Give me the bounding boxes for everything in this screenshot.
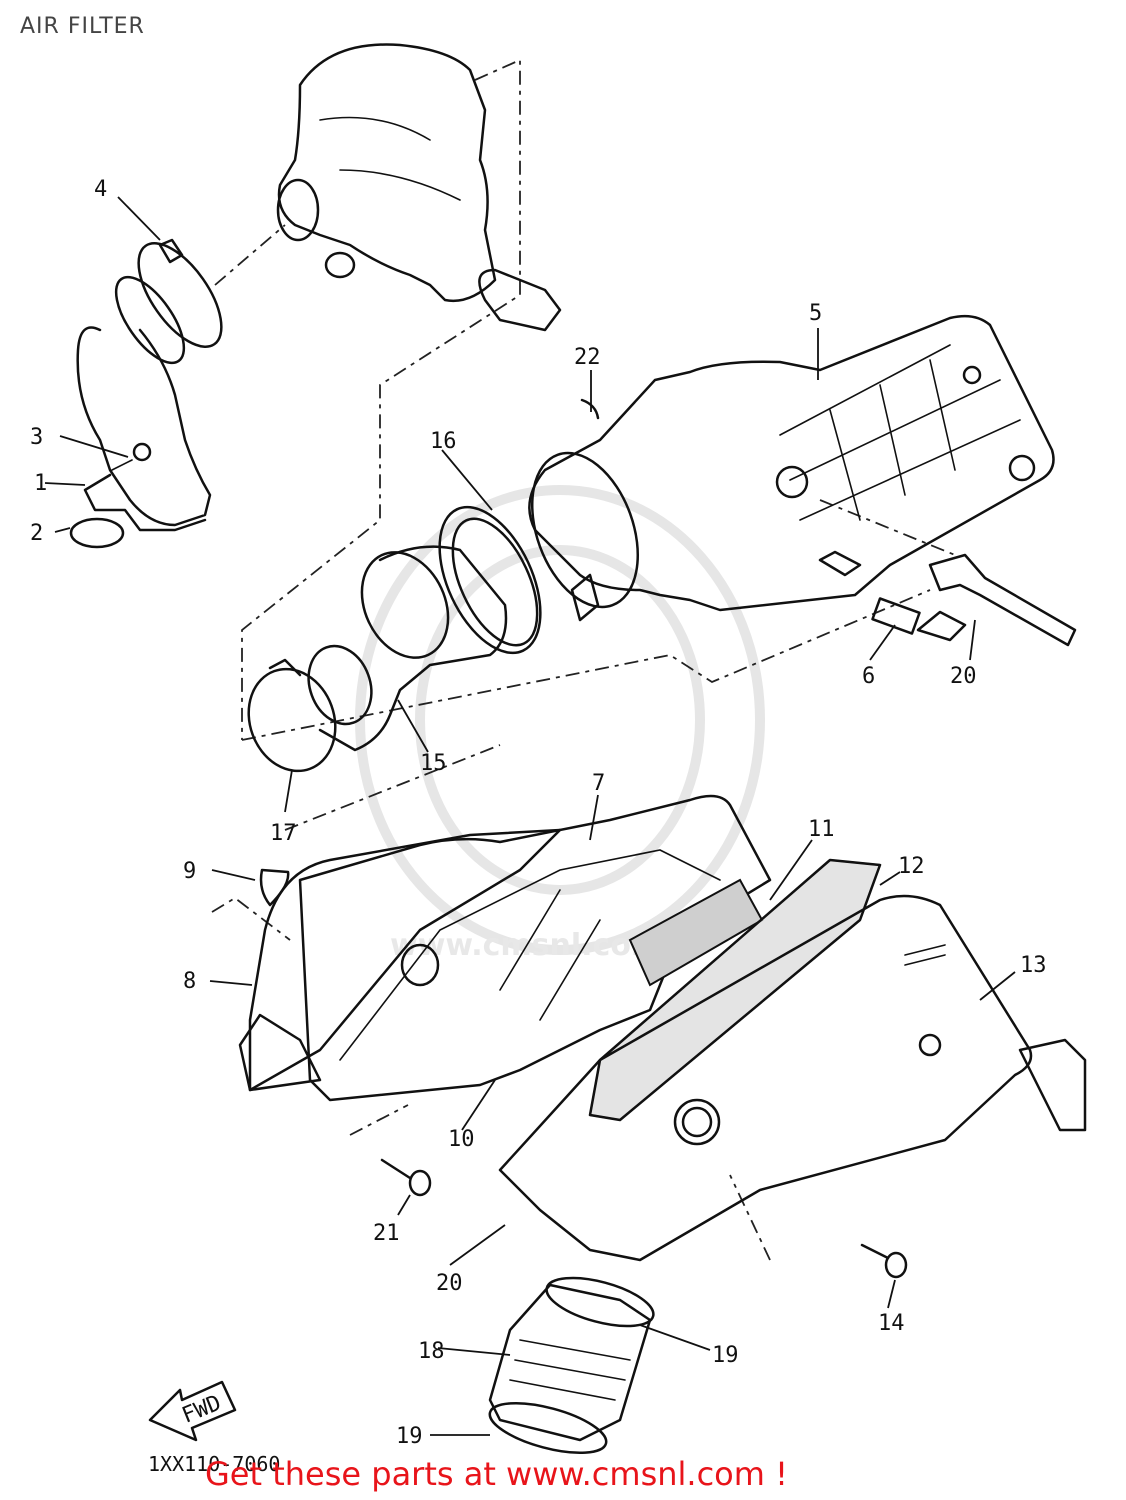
callout-13: 13 <box>1020 953 1047 978</box>
parts-8-9-gasket <box>238 828 562 1092</box>
parts-15-16-joint <box>318 505 600 752</box>
part-13-case-cover <box>498 894 1087 1262</box>
callout-5: 5 <box>809 301 822 326</box>
fwd-label: FWD <box>179 1391 225 1429</box>
callout-15: 15 <box>420 751 447 776</box>
callout-19a: 19 <box>712 1343 739 1368</box>
part-14-screw <box>860 1243 908 1279</box>
parts-11-12-filter-element <box>588 858 882 1122</box>
parts-6-20-drain <box>818 550 1077 647</box>
callout-19b: 19 <box>396 1424 423 1449</box>
callout-8: 8 <box>183 969 196 994</box>
callout-22: 21 <box>373 1221 400 1246</box>
callout-10: 10 <box>448 1127 475 1152</box>
callout-12: 12 <box>898 854 925 879</box>
parts-18-19-intake-duct <box>488 1276 655 1455</box>
callout-20: 20 <box>950 664 977 689</box>
callout-2: 2 <box>30 521 43 546</box>
callout-6: 6 <box>862 664 875 689</box>
leader-lines <box>44 196 1016 1436</box>
callout-9: 9 <box>183 859 196 884</box>
callout-14: 14 <box>878 1311 905 1336</box>
callout-4: 4 <box>94 177 107 202</box>
page-title: AIR FILTER <box>20 14 145 39</box>
assembly-lines <box>211 58 956 1261</box>
callout-3: 3 <box>30 425 43 450</box>
parts-1-2-3 <box>69 459 133 549</box>
callouts: 4 3 1 2 5 22 16 6 20 15 17 7 11 12 9 13 … <box>30 177 1047 1449</box>
callout-7: 7 <box>592 771 605 796</box>
callout-1: 1 <box>34 471 47 496</box>
callout-17: 17 <box>270 821 297 846</box>
part-7-element-frame <box>298 794 772 1102</box>
callout-23: 22 <box>574 345 601 370</box>
part-5-air-cleaner-case <box>478 268 1055 612</box>
carburetor <box>276 43 497 303</box>
part-22-bolt <box>380 1158 432 1197</box>
part-4-clamp-and-joint <box>76 238 223 532</box>
fwd-arrow: FWD <box>148 1380 237 1442</box>
callout-21: 20 <box>436 1271 463 1296</box>
callout-16: 16 <box>430 429 457 454</box>
part-17-clamp <box>247 644 373 773</box>
diagram-code: 1XX110-7060 <box>148 1452 281 1476</box>
footer-link[interactable]: Get these parts at www.cmsnl.com ! <box>205 1455 788 1493</box>
callout-18: 18 <box>418 1339 445 1364</box>
callout-11: 11 <box>808 817 835 842</box>
